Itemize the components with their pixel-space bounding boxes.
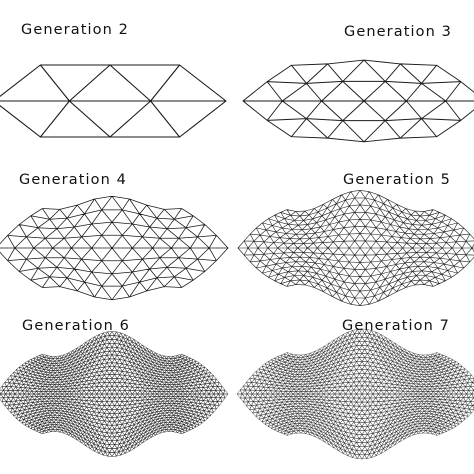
triangle-mesh	[242, 59, 474, 143]
generation-6-mesh	[0, 331, 229, 457]
generation-2-mesh	[0, 64, 227, 138]
generation-6-label: Generation 6	[22, 318, 130, 334]
generation-5-label: Generation 5	[343, 172, 451, 188]
generation-3-mesh	[242, 59, 474, 143]
generation-4-mesh	[0, 195, 229, 301]
generation-2-label: Generation 2	[21, 22, 129, 38]
generation-4-label: Generation 4	[19, 172, 127, 188]
generation-7-mesh	[236, 328, 474, 460]
triangle-mesh	[236, 328, 474, 460]
generation-5-mesh	[237, 190, 474, 306]
triangle-mesh	[0, 64, 227, 138]
triangle-mesh	[0, 331, 229, 457]
triangle-mesh	[237, 190, 474, 306]
triangle-mesh	[0, 195, 229, 301]
generation-3-label: Generation 3	[344, 24, 452, 40]
